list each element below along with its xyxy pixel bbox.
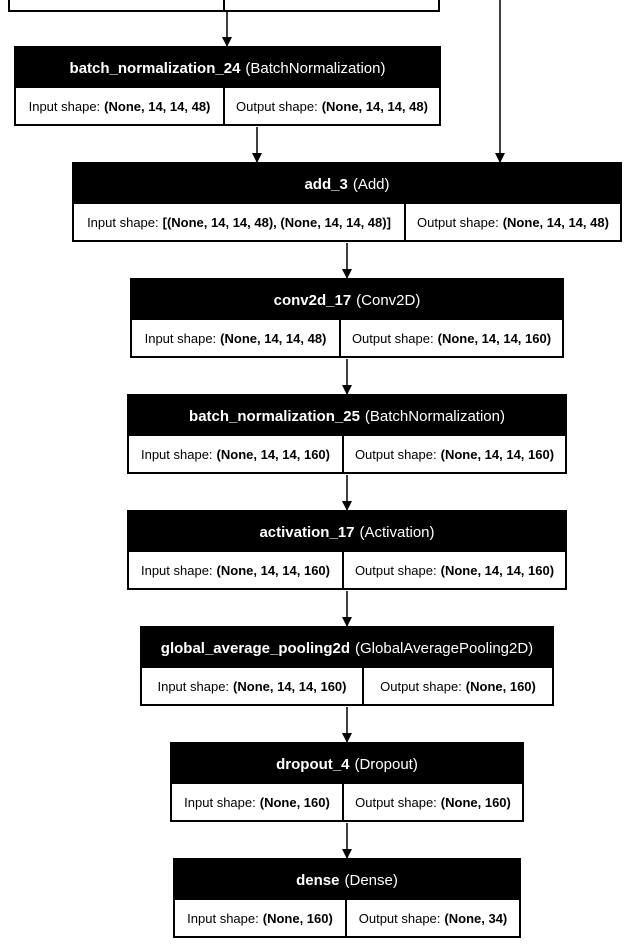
input-shape-cell: Input shape: (None, 14, 14, 160) [142,668,362,704]
node-shapes: Input shape: (None, 160) Output shape: (… [175,900,519,936]
output-shape-cell: Output shape: (None, 14, 14, 160) [342,552,565,588]
output-shape-cell: Output shape: (None, 14, 14, 48) [404,204,620,240]
node-header: dropout_4 (Dropout) [172,744,522,784]
node-header: global_average_pooling2d (GlobalAverageP… [142,628,552,668]
input-shape-cell: Input shape: (None, 14, 14, 160) [129,552,342,588]
node-shapes: Input shape: (None, 14, 14, 160) Output … [129,436,565,472]
layer-type: (BatchNormalization) [245,59,386,77]
output-shape-cell: Output shape: (None, 14, 14, 160) [339,320,562,356]
output-shape-value: (None, 160) [440,794,511,810]
layer-type: (Dropout) [354,755,418,773]
output-shape-value: (None, 14, 14, 160) [440,562,555,578]
input-shape-label: Input shape: [87,214,159,230]
node-header: add_3 (Add) [74,164,620,204]
layer-type: (Dense) [344,871,398,889]
layer-name: dense [296,871,340,889]
output-shape-label: Output shape: [354,562,437,578]
output-shape-value: (None, 34) [444,910,508,926]
input-shape-cell: Input shape: (None, 14, 14, 160) [129,436,342,472]
input-shape-cell: Input shape: [(None, 14, 14, 48), (None,… [74,204,404,240]
input-shape-value: (None, 14, 14, 48) [104,98,211,114]
output-shape-value: (None, 160) [465,678,536,694]
node-add_3: add_3 (Add) Input shape: [(None, 14, 14,… [72,162,622,242]
output-shape-value: (None, 14, 14, 48) [502,214,609,230]
input-shape-value: (None, 14, 14, 48) [220,330,327,346]
layer-name: conv2d_17 [273,291,352,309]
output-shape-label: Output shape: [355,794,437,810]
output-shape-cell: Output shape: (None, 14, 14, 160) [342,436,565,472]
node-shapes: Input shape: (None, 14, 14, 48) Output s… [132,320,562,356]
output-shape-label: Output shape: [354,446,437,462]
layer-name: dropout_4 [276,755,350,773]
output-shape-cell: Output shape: (None, 160) [362,668,552,704]
layer-type: (Activation) [359,523,435,541]
output-shape-label: Output shape: [417,214,499,230]
input-shape-value: [(None, 14, 14, 48), (None, 14, 14, 48)] [162,214,391,230]
input-shape-label: Input shape: [184,794,256,810]
layer-type: (BatchNormalization) [364,407,505,425]
layer-name: add_3 [304,175,348,193]
output-shape-label: Output shape: [351,330,434,346]
node-header: batch_normalization_24 (BatchNormalizati… [16,48,439,88]
output-shape-label: Output shape: [358,910,441,926]
input-shape-cell: Input shape: (None, 160) [172,784,342,820]
input-shape-label: Input shape: [157,678,230,694]
output-shape-value: (None, 14, 14, 48) [321,98,428,114]
output-shape-value: (None, 14, 14, 160) [437,330,552,346]
output-shape-label: Output shape: [380,678,462,694]
output-shape-cell: Output shape: (None, 160) [342,784,522,820]
node-batch_normalization_24: batch_normalization_24 (BatchNormalizati… [14,46,441,126]
input-shape-value: (None, 160) [259,794,330,810]
node-shapes: Input shape: (None, 14, 14, 160) Output … [142,668,552,704]
input-shape-label: Input shape: [140,562,213,578]
input-shape-cell: Input shape: (None, 14, 14, 48) [132,320,339,356]
layer-type: (Add) [352,175,390,193]
input-shape-value: (None, 14, 14, 160) [233,678,347,694]
input-shape-cell: Input shape: (None, 14, 14, 48) [16,88,223,124]
node-header: activation_17 (Activation) [129,512,565,552]
layer-name: global_average_pooling2d [160,639,351,657]
node-header: conv2d_17 (Conv2D) [132,280,562,320]
node-batch_normalization_25: batch_normalization_25 (BatchNormalizati… [127,394,567,474]
node-conv2d_17: conv2d_17 (Conv2D) Input shape: (None, 1… [130,278,564,358]
node-shapes: Input shape: (None, 14, 14, 48) Output s… [16,88,439,124]
input-shape-label: Input shape: [140,446,213,462]
output-shape-value: (None, 14, 14, 160) [440,446,555,462]
node-shapes: Input shape: (None, 160) Output shape: (… [172,784,522,820]
node-activation_17: activation_17 (Activation) Input shape: … [127,510,567,590]
node-shapes: Input shape: [(None, 14, 14, 48), (None,… [74,204,620,240]
input-shape-label: Input shape: [28,98,101,114]
output-shape-label: Output shape: [236,98,318,114]
input-shape-value: (None, 160) [262,910,333,926]
layer-type: (Conv2D) [356,291,421,309]
input-shape-value: (None, 14, 14, 160) [216,562,330,578]
layer-name: activation_17 [259,523,355,541]
layer-name: batch_normalization_25 [189,407,360,425]
layer-name: batch_normalization_24 [69,59,241,77]
node-shapes: Input shape: (None, 14, 14, 160) Output … [129,552,565,588]
input-shape-value: (None, 14, 14, 160) [216,446,330,462]
output-shape-cell: Output shape: (None, 34) [345,900,519,936]
layer-type: (GlobalAveragePooling2D) [355,639,534,657]
input-shape-label: Input shape: [144,330,217,346]
node-header: batch_normalization_25 (BatchNormalizati… [129,396,565,436]
node-header: dense (Dense) [175,860,519,900]
input-shape-cell: Input shape: (None, 160) [175,900,345,936]
node-global_average_pooling2d: global_average_pooling2d (GlobalAverageP… [140,626,554,706]
node-dropout_4: dropout_4 (Dropout) Input shape: (None, … [170,742,524,822]
node-dense: dense (Dense) Input shape: (None, 160) O… [173,858,521,938]
output-shape-cell: Output shape: (None, 14, 14, 48) [223,88,439,124]
input-shape-label: Input shape: [187,910,259,926]
